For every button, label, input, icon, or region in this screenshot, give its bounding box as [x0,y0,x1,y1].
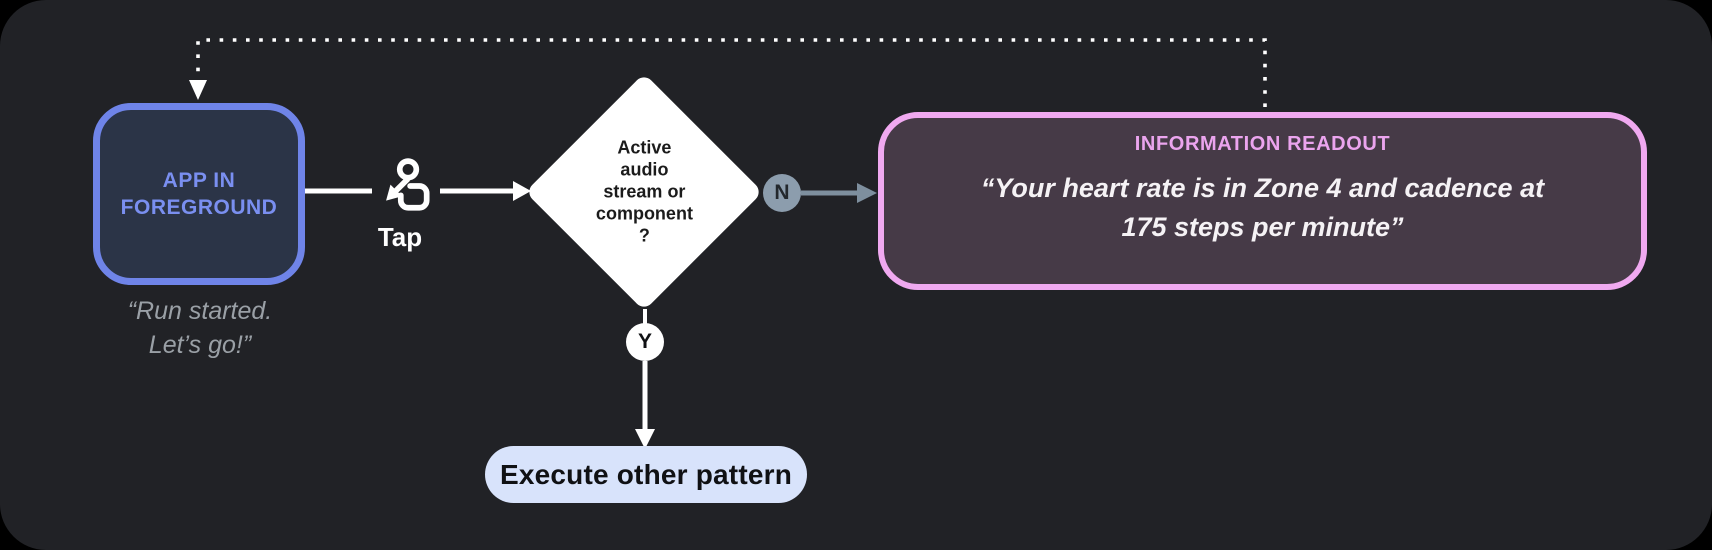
tap-label: Tap [377,222,423,252]
node-execute-other-pattern: Execute other pattern [485,446,807,503]
branch-yes-badge: Y [626,323,664,361]
node-app-in-foreground: APP IN FOREGROUND [93,103,305,285]
app-voice-caption: “Run started. Let’s go!” [127,297,273,359]
decision-label: Active audio stream or component ? [595,137,693,245]
information-readout-title: INFORMATION READOUT [1134,133,1391,155]
app-in-foreground-label: APP IN FOREGROUND [120,168,278,219]
information-readout-quote: “Your heart rate is in Zone 4 and cadenc… [980,173,1545,243]
node-information-readout: INFORMATION READOUT “Your heart rate is … [878,112,1647,290]
branch-no-badge: N [763,174,801,212]
execute-other-pattern-label: Execute other pattern [499,458,793,490]
tap-gesture-icon [386,158,430,211]
